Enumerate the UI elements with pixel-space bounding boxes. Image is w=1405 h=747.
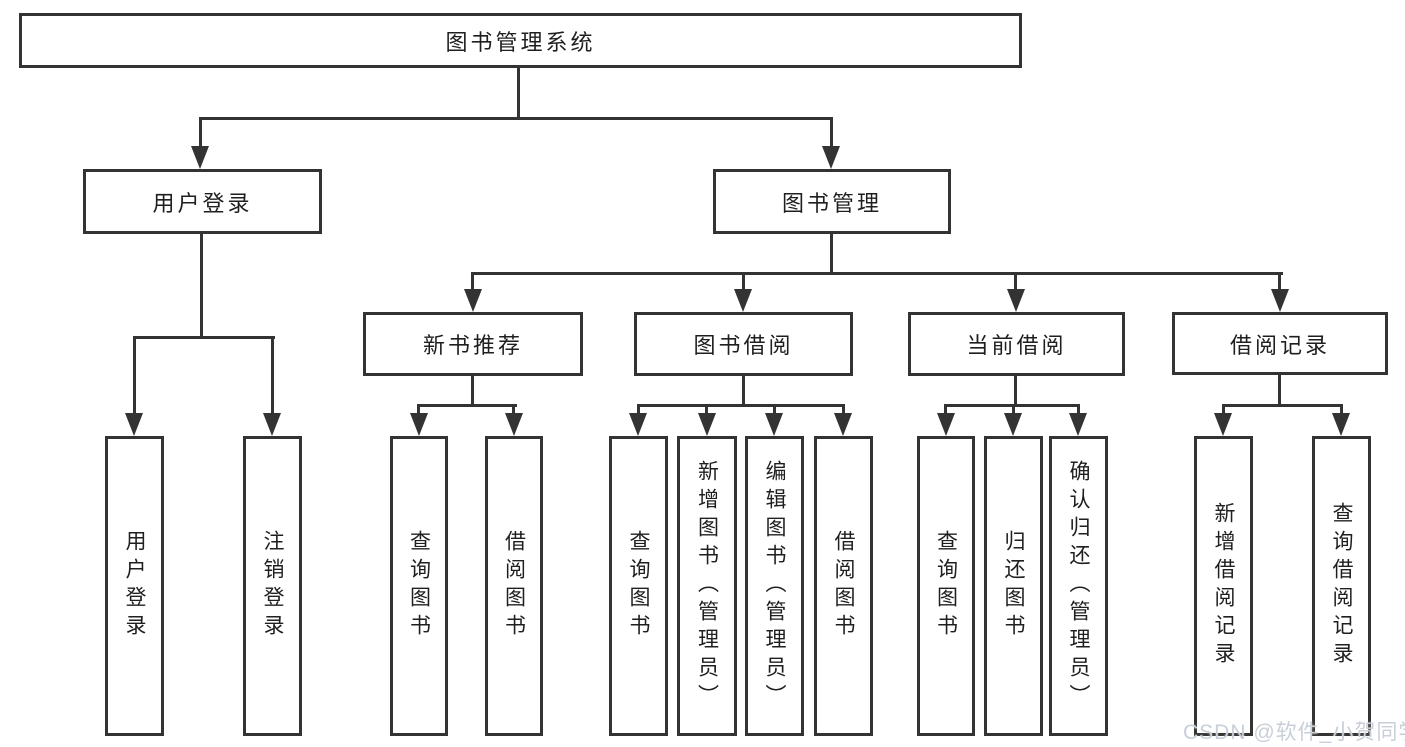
leaf-query-books-current: 查询图书 <box>917 436 975 736</box>
node-new-book-recommend: 新书推荐 <box>363 312 583 376</box>
node-label: 用户登录 <box>152 190 253 216</box>
node-label: 确认归还（管理员） <box>1067 460 1090 712</box>
connector-stub <box>471 272 474 294</box>
arrowhead-icon <box>765 413 783 436</box>
leaf-logout: 注销登录 <box>243 436 302 736</box>
connector-stub <box>512 404 515 416</box>
arrowhead-icon <box>1007 289 1025 312</box>
node-label: 查询借阅记录 <box>1330 502 1353 670</box>
arrowhead-icon <box>834 413 852 436</box>
connector-stub <box>1340 404 1343 416</box>
connector-stub <box>133 336 136 416</box>
connector-bookmgmt-rail <box>471 272 1283 275</box>
node-label: 图书借阅 <box>693 333 794 358</box>
connector-userlogin-drop <box>200 232 203 339</box>
arrowhead-icon <box>937 413 955 436</box>
connector-stub <box>705 404 708 416</box>
node-user-login: 用户登录 <box>83 169 322 234</box>
connector-stub <box>637 404 640 416</box>
leaf-borrow-books-newrec: 借阅图书 <box>485 436 543 736</box>
connector-stub <box>1077 404 1080 416</box>
connector-stub <box>742 272 745 294</box>
arrowhead-icon <box>1332 413 1350 436</box>
connector-bookborrow-rail <box>637 404 845 407</box>
connector-stub <box>271 336 274 416</box>
node-label: 注销登录 <box>261 530 284 642</box>
connector-curborrow-drop <box>1014 374 1017 407</box>
arrowhead-icon <box>1214 413 1232 436</box>
leaf-query-books-newrec: 查询图书 <box>390 436 448 736</box>
leaf-query-books-borrowing: 查询图书 <box>609 436 668 736</box>
node-label: 归还图书 <box>1002 530 1025 642</box>
node-label: 编辑图书（管理员） <box>763 460 786 712</box>
node-current-borrowing: 当前借阅 <box>908 312 1125 376</box>
leaf-return-books: 归还图书 <box>984 436 1043 736</box>
connector-stub <box>944 404 947 416</box>
connector-stub <box>830 117 833 149</box>
node-label: 查询图书 <box>407 530 431 642</box>
arrowhead-icon <box>263 413 281 436</box>
connector-newrec-rail <box>417 404 517 407</box>
node-label: 查询图书 <box>934 530 958 642</box>
connector-stub <box>1014 272 1017 294</box>
node-borrowing-records: 借阅记录 <box>1172 312 1388 375</box>
connector-stub <box>199 117 202 149</box>
arrowhead-icon <box>125 413 143 436</box>
arrowhead-icon <box>410 413 428 436</box>
node-label: 借阅记录 <box>1229 332 1330 358</box>
connector-stub <box>842 404 845 416</box>
watermark: CSDN @软件_小贺同学 <box>1183 721 1405 744</box>
connector-stub <box>773 404 776 416</box>
node-label: 用户登录 <box>123 530 146 642</box>
node-label: 图书管理系统 <box>445 29 596 55</box>
connector-userlogin-rail <box>133 336 275 339</box>
arrowhead-icon <box>505 413 523 436</box>
node-library-management-system: 图书管理系统 <box>19 13 1022 68</box>
node-label: 新书推荐 <box>422 333 523 358</box>
node-label: 借阅图书 <box>832 530 855 642</box>
arrowhead-icon <box>822 146 840 169</box>
node-label: 当前借阅 <box>966 333 1067 358</box>
connector-root-drop <box>517 66 520 119</box>
leaf-edit-books-admin: 编辑图书（管理员） <box>745 436 804 736</box>
leaf-add-books-admin: 新增图书（管理员） <box>677 436 737 736</box>
connector-bookborrow-drop <box>742 374 745 407</box>
node-label: 查询图书 <box>627 530 650 642</box>
connector-newrec-drop <box>471 374 474 407</box>
leaf-confirm-return-admin: 确认归还（管理员） <box>1049 436 1108 736</box>
arrowhead-icon <box>698 413 716 436</box>
arrowhead-icon <box>1004 413 1022 436</box>
connector-stub <box>1012 404 1015 416</box>
leaf-borrow-books-borrowing: 借阅图书 <box>814 436 873 736</box>
arrowhead-icon <box>464 289 482 312</box>
connector-borrowrec-rail <box>1222 404 1343 407</box>
connector-stub <box>1222 404 1225 416</box>
arrowhead-icon <box>191 146 209 169</box>
leaf-user-login: 用户登录 <box>105 436 164 736</box>
leaf-add-borrow-record: 新增借阅记录 <box>1194 436 1253 736</box>
node-label: 图书管理 <box>781 190 882 216</box>
arrowhead-icon <box>1069 413 1087 436</box>
connector-bookmgmt-drop <box>830 232 833 274</box>
leaf-query-borrow-record: 查询借阅记录 <box>1312 436 1371 736</box>
connector-stub <box>1278 272 1281 294</box>
node-book-management: 图书管理 <box>713 169 951 234</box>
arrowhead-icon <box>734 289 752 312</box>
arrowhead-icon <box>629 413 647 436</box>
connector-borrowrec-drop <box>1278 373 1281 407</box>
node-book-borrowing: 图书借阅 <box>634 312 853 376</box>
arrowhead-icon <box>1271 289 1289 312</box>
node-label: 新增图书（管理员） <box>695 460 719 712</box>
node-label: 新增借阅记录 <box>1212 502 1235 670</box>
connector-root-rail <box>199 117 833 120</box>
connector-stub <box>417 404 420 416</box>
node-label: 借阅图书 <box>502 530 526 642</box>
